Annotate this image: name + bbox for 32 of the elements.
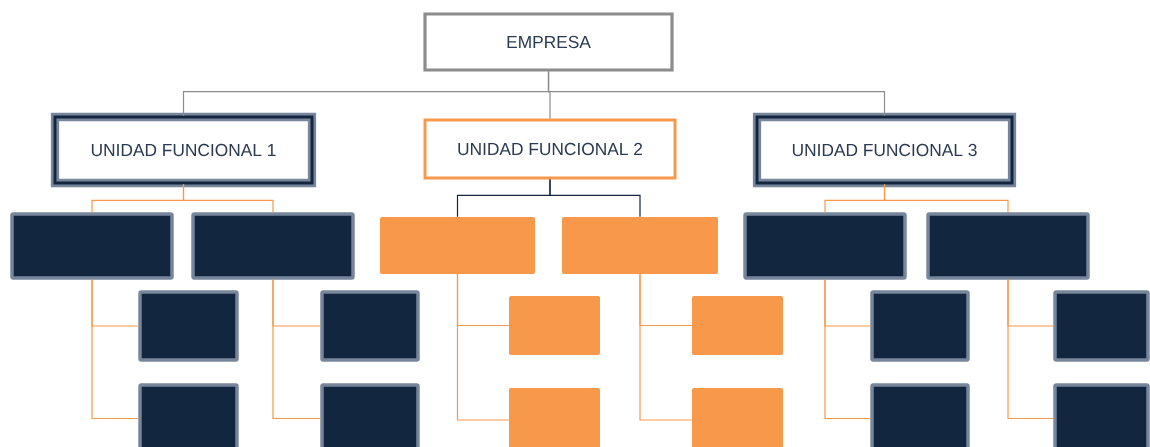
org-box: [743, 212, 907, 280]
org-box: [1053, 383, 1150, 447]
org-box: [138, 383, 239, 447]
org-box: [870, 290, 970, 362]
unit-box: UNIDAD FUNCIONAL 2: [423, 118, 677, 180]
org-box: [138, 290, 239, 362]
org-box: [926, 212, 1090, 280]
org-box: [1053, 290, 1150, 362]
connector-line: [639, 273, 693, 421]
connector-line: [182, 183, 274, 213]
connector-line: [1007, 279, 1054, 420]
org-box: [692, 296, 783, 355]
unit-box: UNIDAD FUNCIONAL 1: [50, 112, 317, 188]
org-box: [320, 383, 420, 447]
org-box: [10, 212, 174, 280]
org-box: [320, 290, 420, 362]
connector-line: [91, 279, 139, 420]
connector-line: [272, 279, 321, 420]
unit-box: UNIDAD FUNCIONAL 3: [752, 112, 1017, 188]
connector-line: [824, 279, 871, 420]
connector-line: [547, 71, 886, 117]
company-box: EMPRESA: [423, 12, 674, 72]
org-box: [692, 388, 783, 447]
connector-line: [883, 183, 1009, 213]
org-box: [562, 217, 718, 274]
org-box: [509, 296, 600, 355]
connector-line: [456, 273, 510, 421]
org-box: [191, 212, 355, 280]
org-box: [509, 388, 600, 447]
org-box: [380, 217, 535, 274]
connector-line: [549, 178, 641, 218]
org-box: [870, 383, 970, 447]
